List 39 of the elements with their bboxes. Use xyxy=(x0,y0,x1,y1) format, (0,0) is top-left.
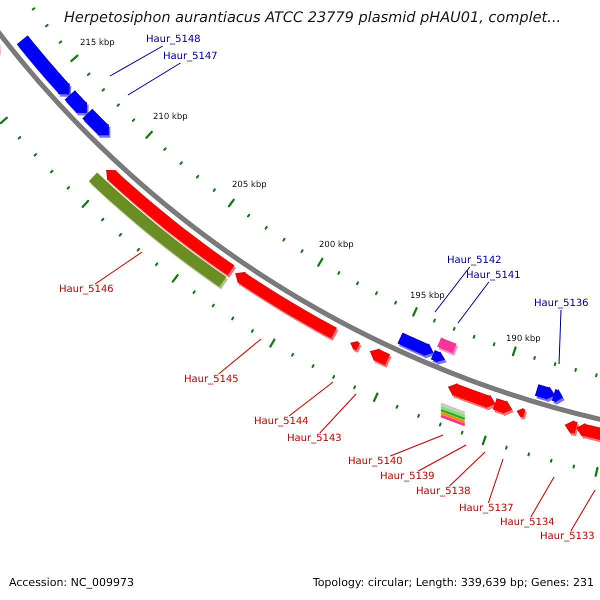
gene-label: Haur_5144 xyxy=(254,416,309,428)
leader-line xyxy=(558,310,562,364)
leader-line xyxy=(449,452,486,486)
gene-label: Haur_5138 xyxy=(416,486,471,498)
leader-line xyxy=(418,444,466,472)
tick-label: 215 kbp xyxy=(80,38,115,48)
leader-line xyxy=(488,458,504,504)
gene-label: Haur_5133 xyxy=(540,531,595,543)
leader-line xyxy=(218,338,262,374)
gene-label: Haur_5134 xyxy=(500,517,555,529)
leader-line xyxy=(128,62,181,96)
leader-line xyxy=(319,394,356,434)
leader-line xyxy=(288,382,334,416)
leader-line xyxy=(570,490,596,532)
leader-line xyxy=(434,266,470,312)
gene-label: Haur_5140 xyxy=(348,456,403,468)
tick-label: 190 kbp xyxy=(506,334,541,344)
accession-note: Accession: NC_009973 xyxy=(9,576,134,590)
gene-label: Haur_5136 xyxy=(534,298,589,310)
tick-label: 195 kbp xyxy=(410,291,445,301)
tick-label: 200 kbp xyxy=(319,240,354,250)
gene-label: Haur_5142 xyxy=(447,255,502,267)
gene-label: Haur_5146 xyxy=(59,284,114,296)
gene-label: Haur_5137 xyxy=(459,503,514,515)
gene-label: Haur_5139 xyxy=(380,471,435,483)
gene-label: Haur_5145 xyxy=(184,374,239,386)
leader-line xyxy=(94,252,142,284)
leader-line xyxy=(110,46,164,76)
leader-line xyxy=(458,282,490,324)
tick-label: 205 kbp xyxy=(232,180,267,190)
topology-note: Topology: circular; Length: 339,639 bp; Genes: 231 xyxy=(312,576,594,590)
gene-label: Haur_5143 xyxy=(287,433,342,445)
gene-label: Haur_5147 xyxy=(163,51,218,63)
gene-label: Haur_5141 xyxy=(466,270,521,282)
tick-label: 210 kbp xyxy=(153,112,188,122)
gene-label: Haur_5148 xyxy=(146,34,201,46)
leader-line xyxy=(530,476,554,518)
leader-line xyxy=(390,434,444,456)
map-title: Herpetosiphon aurantiacus ATCC 23779 plasmid pHAU01, complet... xyxy=(64,9,562,27)
